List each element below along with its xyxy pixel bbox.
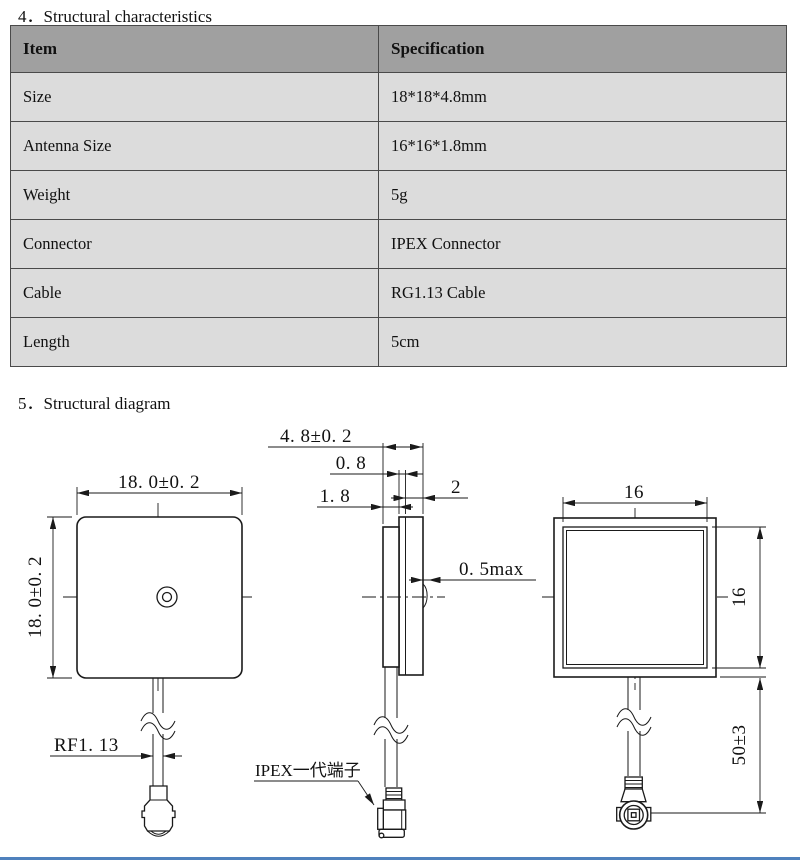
gap-dim: 0. 8 bbox=[336, 453, 367, 474]
cable-length-dim: 50±3 bbox=[729, 725, 750, 766]
back-width-dim: 16 bbox=[624, 482, 644, 503]
solder-max-dim: 0. 5max bbox=[459, 559, 524, 580]
total-thickness-dim: 4. 8±0. 2 bbox=[280, 426, 352, 447]
table-row: Cable RG1.13 Cable bbox=[10, 268, 787, 318]
table-row: Length 5cm bbox=[10, 317, 787, 367]
cable-break bbox=[140, 712, 176, 740]
cable-break bbox=[616, 708, 652, 736]
cell-item: Weight bbox=[10, 170, 379, 220]
back-height-dim: 16 bbox=[729, 587, 750, 607]
antenna-patch-back bbox=[562, 526, 708, 669]
ipex-connector-label: IPEX一代端子 bbox=[255, 761, 361, 780]
cell-spec: 18*18*4.8mm bbox=[378, 72, 787, 122]
spec-table: Item Specification Size 18*18*4.8mm Ante… bbox=[10, 25, 787, 367]
cell-item: Cable bbox=[10, 268, 379, 318]
patch-thickness-dim: 1. 8 bbox=[320, 486, 351, 507]
header-item: Item bbox=[10, 25, 379, 73]
table-row: Antenna Size 16*16*1.8mm bbox=[10, 121, 787, 171]
cable-side bbox=[373, 667, 409, 787]
cell-spec: 16*16*1.8mm bbox=[378, 121, 787, 171]
cell-item: Size bbox=[10, 72, 379, 122]
ipex-connector-bottom bbox=[616, 776, 652, 830]
base-side bbox=[398, 516, 424, 676]
header-spec: Specification bbox=[378, 25, 787, 73]
table-header-row: Item Specification bbox=[10, 25, 787, 73]
front-width-dim: 18. 0±0. 2 bbox=[118, 472, 200, 493]
table-row: Weight 5g bbox=[10, 170, 787, 220]
cable-break bbox=[373, 716, 409, 744]
section5-title: 5．Structural diagram bbox=[18, 394, 171, 413]
cell-spec: 5g bbox=[378, 170, 787, 220]
cable-back bbox=[616, 677, 652, 776]
ipex-connector-front bbox=[141, 785, 176, 837]
cable-front bbox=[140, 678, 176, 786]
feed-point-inner bbox=[161, 591, 173, 603]
front-height-dim: 18. 0±0. 2 bbox=[25, 556, 46, 638]
section4-title: 4．Structural characteristics bbox=[18, 7, 213, 26]
side-view: 4. 8±0. 2 0. 8 2 1. 8 0. 5max IPEX一代端子 bbox=[254, 426, 536, 839]
solder-bump bbox=[422, 583, 428, 609]
base-thickness-dim: 2 bbox=[451, 477, 461, 498]
cell-spec: RG1.13 Cable bbox=[378, 268, 787, 318]
cable-type-label: RF1. 13 bbox=[54, 735, 119, 756]
back-view: 16 16 50±3 bbox=[542, 482, 766, 830]
cell-item: Connector bbox=[10, 219, 379, 269]
ipex-connector-side bbox=[377, 787, 407, 839]
cell-item: Antenna Size bbox=[10, 121, 379, 171]
table-row: Size 18*18*4.8mm bbox=[10, 72, 787, 122]
cell-spec: 5cm bbox=[378, 317, 787, 367]
cell-item: Length bbox=[10, 317, 379, 367]
table-row: Connector IPEX Connector bbox=[10, 219, 787, 269]
front-view: 18. 0±0. 2 18. 0±0. 2 RF1. 13 bbox=[25, 472, 256, 837]
cell-spec: IPEX Connector bbox=[378, 219, 787, 269]
footer-divider-line bbox=[0, 857, 800, 860]
